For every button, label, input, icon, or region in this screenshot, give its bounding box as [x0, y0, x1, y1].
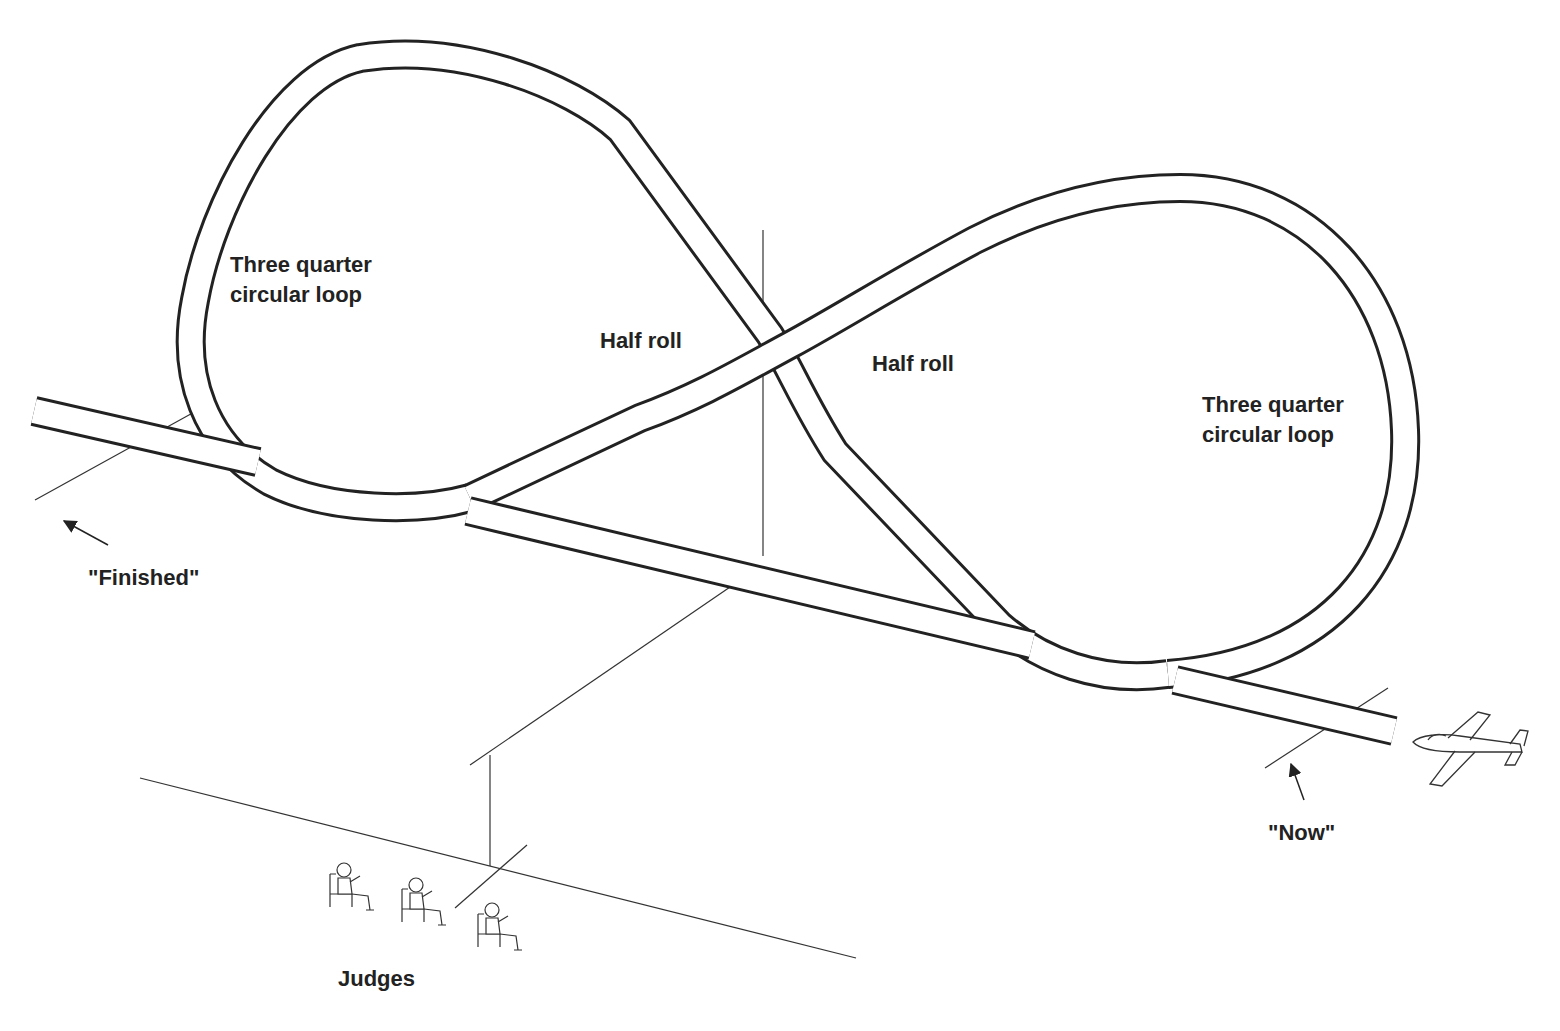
- maneuver-label: Half roll: [600, 326, 740, 356]
- path-segment: [470, 188, 1405, 674]
- judges-figures: [330, 863, 522, 950]
- maneuver-label: Half roll: [872, 349, 1012, 379]
- path-segment: [468, 511, 1032, 645]
- path-gap: [1175, 680, 1394, 731]
- path-edge: [191, 55, 1168, 677]
- path-segment: [1175, 680, 1394, 731]
- path-segment: [191, 55, 1168, 677]
- judges-label: Judges: [338, 964, 458, 994]
- figure-label: Three quarter circular loop: [230, 250, 430, 309]
- path-gap: [468, 511, 1032, 645]
- flight-path: [34, 55, 1405, 731]
- path-edge: [1175, 680, 1394, 731]
- start-label: "Now": [1268, 818, 1388, 848]
- airplane-icon: [1413, 712, 1528, 786]
- path-edge: [34, 411, 258, 462]
- path-gap: [191, 55, 1168, 677]
- path-gap: [34, 411, 258, 462]
- figure-label: Three quarter circular loop: [1202, 390, 1392, 449]
- reference-lines: [35, 230, 1388, 958]
- end-label: "Finished": [88, 563, 248, 593]
- path-edge: [468, 511, 1032, 645]
- path-gap: [470, 188, 1405, 674]
- path-edge: [470, 188, 1405, 674]
- path-segment: [34, 411, 258, 462]
